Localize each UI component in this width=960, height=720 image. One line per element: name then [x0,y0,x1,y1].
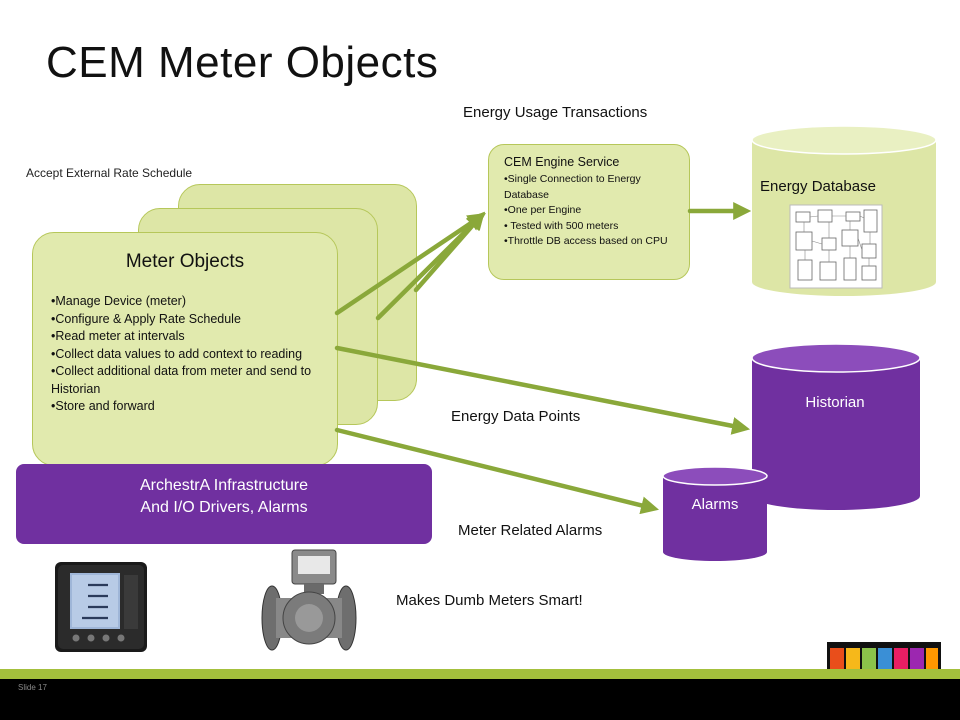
meter-item: •Configure & Apply Rate Schedule [51,311,241,326]
historian-label: Historian [805,394,865,411]
meter-alarms-label: Meter Related Alarms [458,522,603,539]
infrastructure-line-1: ArchestrA Infrastructure [139,477,309,494]
arrow-meter-to-engine-1 [334,212,486,316]
arrow-meter-to-alarms [334,427,659,515]
engine-item: •Throttle DB access based on CPU [504,235,668,247]
energy-data-points-label: Energy Data Points [451,408,581,425]
arrow-meter-to-engine-3 [413,211,485,293]
slide-number: Slide 17 [18,683,47,692]
meter-item: •Read meter at intervals [51,329,185,343]
engine-item: •Single Connection to Energy Database [504,173,641,201]
engine-item: •One per Engine [504,204,582,216]
infrastructure-line-2: And I/O Drivers, Alarms [140,499,308,516]
cem-engine-service-box: CEM Engine Service •Single Connection to… [488,144,690,280]
meter-objects-title: Meter Objects [125,251,245,272]
tagline-label: Makes Dumb Meters Smart! [396,592,583,609]
historian-cylinder [751,343,921,510]
engine-list: •Single Connection to Energy Database •O… [504,172,677,250]
arrow-meter-to-historian [334,345,751,435]
energy-usage-label: Energy Usage Transactions [463,104,648,121]
archestra-infrastructure-box: ArchestrA Infrastructure And I/O Drivers… [16,464,432,544]
meter-item: •Manage Device (meter) [51,294,186,308]
power-meter-image [55,562,147,652]
meter-item: •Store and forward [51,399,155,413]
database-schema-image [789,204,883,289]
meter-objects-list: •Manage Device (meter) •Configure & Appl… [51,293,325,416]
slide-title: CEM Meter Objects [46,38,439,87]
footer-green-band [0,669,960,679]
engine-item: • Tested with 500 meters [504,219,619,232]
meter-item: •Collect data values to add context to r… [51,346,303,361]
meter-object-card: Meter Objects •Manage Device (meter) •Co… [32,232,338,466]
energy-database-label: Energy Database [760,178,876,195]
engine-title: CEM Engine Service [504,155,620,169]
footer-bar [0,679,960,720]
alarms-cylinder [662,466,768,561]
meter-item: •Collect additional data from meter and … [51,364,312,396]
gas-meter-image [261,549,357,651]
accept-rate-label: Accept External Rate Schedule [26,166,193,180]
alarms-label: Alarms [691,496,739,513]
